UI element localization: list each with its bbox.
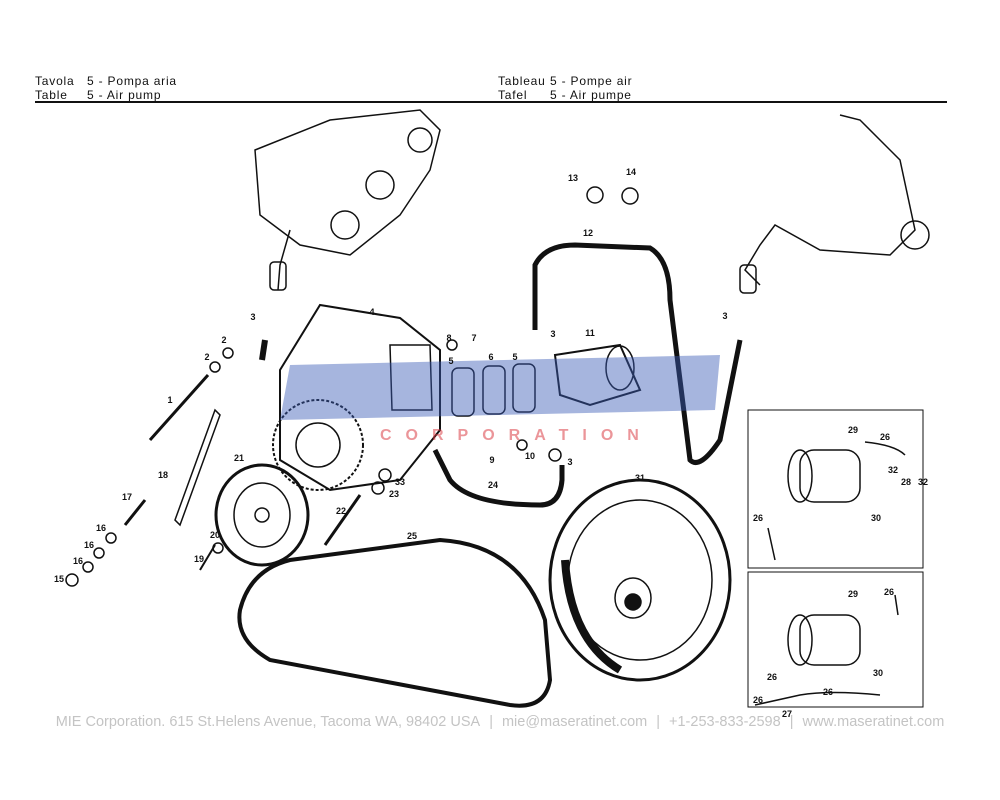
footer-email[interactable]: mie@maseratinet.com xyxy=(501,714,648,730)
part-callout: 7 xyxy=(471,333,477,343)
header-title: 5 - Pompe air xyxy=(550,74,633,88)
part-callout: 17 xyxy=(121,492,133,502)
part-callout: 1 xyxy=(167,395,173,405)
part-callout: 33 xyxy=(394,477,406,487)
part-callout: 31 xyxy=(634,473,646,483)
part-callout: 26 xyxy=(766,672,778,682)
footer-separator: | xyxy=(656,714,661,730)
part-callout: 26 xyxy=(822,687,834,697)
part-callout: 24 xyxy=(487,480,499,490)
header-title: 5 - Air pumpe xyxy=(550,88,632,102)
part-callout: 8 xyxy=(446,333,452,343)
part-callout: 16 xyxy=(72,556,84,566)
exhaust-manifold-left xyxy=(254,109,441,291)
header-right: Tableau 5 - Pompe air Tafel 5 - Air pumpe xyxy=(498,74,632,102)
part-callout: 26 xyxy=(883,587,895,597)
part-callout: 18 xyxy=(157,470,169,480)
exhaust-manifold-right xyxy=(739,114,930,294)
part-callout: 25 xyxy=(406,531,418,541)
part-callout: 22 xyxy=(335,506,347,516)
footer: MIE Corporation. 615 St.Helens Avenue, T… xyxy=(0,714,1000,730)
header-divider xyxy=(35,101,947,103)
check-valve-11 xyxy=(553,343,642,407)
header-label: Tafel xyxy=(498,88,528,102)
header-left: Tavola 5 - Pompa aria Table 5 - Air pump xyxy=(35,74,177,102)
part-callout: 5 xyxy=(448,356,454,366)
part-callout: 19 xyxy=(193,554,205,564)
footer-separator: | xyxy=(789,714,794,730)
gaskets-5-6 xyxy=(451,363,536,417)
part-callout: 3 xyxy=(722,311,728,321)
part-callout: 15 xyxy=(53,574,65,584)
header-label: Tableau xyxy=(498,74,546,88)
part-callout: 30 xyxy=(870,513,882,523)
washers-nuts xyxy=(65,186,639,587)
footer-website[interactable]: www.maseratinet.com xyxy=(802,714,945,730)
part-callout: 10 xyxy=(524,451,536,461)
hose-12 xyxy=(532,242,743,465)
part-callout: 16 xyxy=(83,540,95,550)
part-callout: 32 xyxy=(917,477,929,487)
pulley-21 xyxy=(214,463,310,567)
header-label: Table xyxy=(35,88,68,102)
air-pump-body xyxy=(272,303,441,492)
header-title: 5 - Pompa aria xyxy=(87,74,177,88)
footer-address: MIE Corporation. 615 St.Helens Avenue, T… xyxy=(55,714,481,730)
part-callout: 11 xyxy=(585,328,595,338)
hose-left xyxy=(259,339,268,361)
belt-25 xyxy=(237,537,553,708)
mie-corporation-watermark: CORPORATION xyxy=(280,355,720,444)
part-callout: 32 xyxy=(887,465,899,475)
part-callout: 14 xyxy=(625,167,637,177)
footer-separator: | xyxy=(489,714,493,730)
part-callout: 20 xyxy=(209,530,221,540)
hose-24 xyxy=(432,448,565,508)
part-callout: 29 xyxy=(847,589,859,599)
footer-phone: +1-253-833-2598 xyxy=(669,714,781,730)
part-callout: 3 xyxy=(250,312,256,322)
part-callout: 2 xyxy=(221,335,227,345)
part-callout: 27 xyxy=(781,709,793,719)
part-callout: 26 xyxy=(752,695,764,705)
part-callout: 5 xyxy=(512,352,518,362)
inset-detail-top xyxy=(747,409,924,569)
part-callout: 13 xyxy=(567,173,579,183)
inset-detail-bottom xyxy=(747,571,924,708)
part-callout: 9 xyxy=(489,455,495,465)
header-title: 5 - Air pump xyxy=(87,88,162,102)
part-callout: 6 xyxy=(488,352,494,362)
part-callout: 28 xyxy=(900,477,912,487)
part-callout: 23 xyxy=(388,489,400,499)
pulley-31 xyxy=(548,478,732,682)
part-callout: 26 xyxy=(752,513,764,523)
part-callout: 29 xyxy=(847,425,859,435)
part-callout: 26 xyxy=(879,432,891,442)
part-callout: 30 xyxy=(872,668,884,678)
part-callout: 16 xyxy=(95,523,107,533)
part-callout: 3 xyxy=(550,329,556,339)
header-label: Tavola xyxy=(35,74,75,88)
part-callout: 21 xyxy=(233,453,245,463)
part-callout: 2 xyxy=(204,352,210,362)
part-callout: 12 xyxy=(582,228,594,238)
part-callout: 4 xyxy=(369,307,375,317)
part-callout: 3 xyxy=(567,457,573,467)
svg-text:CORPORATION: CORPORATION xyxy=(380,427,653,444)
